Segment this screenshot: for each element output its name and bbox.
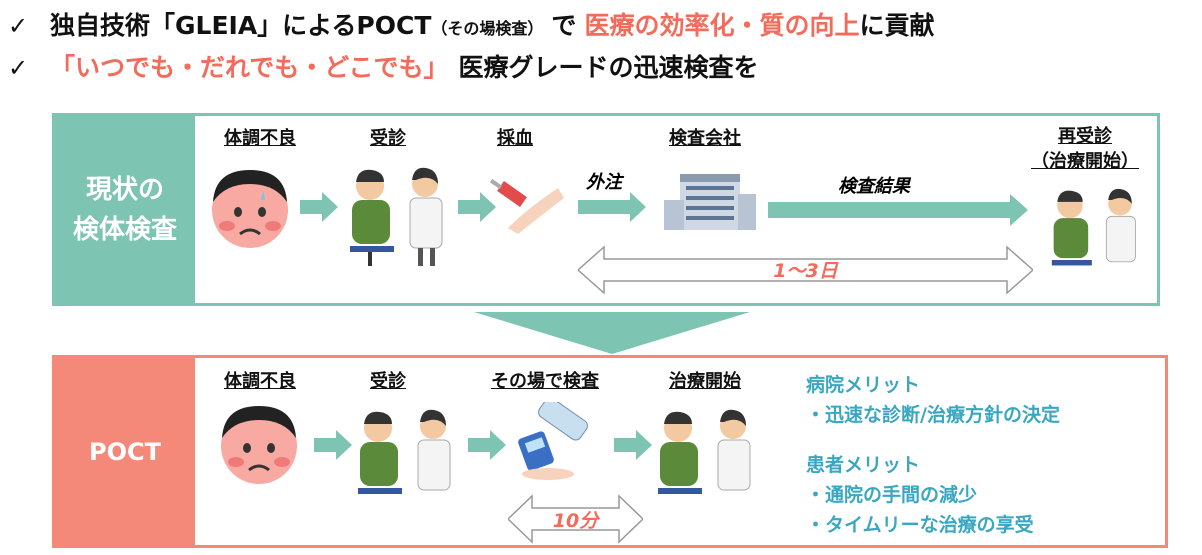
arrow-right-icon bbox=[468, 430, 506, 460]
poct-duration: 10分 bbox=[552, 510, 599, 532]
headline-1-mid: で bbox=[551, 11, 577, 40]
current-step-2: 受診 bbox=[370, 128, 406, 149]
patient-merit-item: ・タイムリーな治療の享受 bbox=[806, 514, 1034, 536]
headline-line-2: ✓ 「いつでも・だれでも・どこでも」 医療グレードの迅速検査を bbox=[8, 48, 759, 82]
arrow-right-icon bbox=[768, 194, 1028, 226]
current-process-panel: 現状の 検体検査 bbox=[52, 113, 1160, 306]
arrow-right-icon bbox=[578, 192, 646, 222]
check-icon: ✓ bbox=[8, 12, 29, 40]
current-step-4: 検査会社 bbox=[669, 128, 741, 149]
poct-label: POCT bbox=[55, 358, 195, 545]
hospital-merit-item: ・迅速な診断/治療方針の決定 bbox=[806, 404, 1060, 426]
chevron-down-icon bbox=[474, 312, 750, 354]
hospital-merit-title: 病院メリット bbox=[806, 374, 921, 396]
poct-process-panel: POCT bbox=[52, 355, 1168, 548]
doctor-patient-icon bbox=[358, 409, 451, 494]
outsource-label: 外注 bbox=[586, 172, 622, 193]
result-label: 検査結果 bbox=[838, 176, 910, 197]
patient-merit-item: ・通院の手間の減少 bbox=[806, 484, 978, 506]
headline-1-suffix: に貢献 bbox=[859, 11, 935, 40]
headline-2-red: 「いつでも・だれでも・どこでも」 bbox=[50, 53, 449, 82]
doctor-patient-icon bbox=[658, 409, 751, 494]
current-duration: 1～3日 bbox=[773, 260, 838, 282]
blood-test-device-icon bbox=[518, 402, 588, 480]
headline-line-1: ✓ 独自技術「GLEIA」によるPOCT （その場検査） で 医療の効率化・質の… bbox=[8, 6, 934, 40]
lab-building-icon bbox=[664, 174, 756, 230]
headline-1-small: （その場検査） bbox=[431, 19, 544, 38]
duration-double-arrow bbox=[578, 245, 1033, 295]
doctor-patient-icon bbox=[350, 167, 443, 266]
headline-1-prefix: 独自技術「GLEIA」によるPOCT bbox=[50, 11, 432, 40]
current-step-1: 体調不良 bbox=[224, 128, 296, 149]
poct-step-4: 治療開始 bbox=[669, 371, 741, 392]
current-step-5: 再受診 （治療開始） bbox=[1031, 126, 1139, 172]
headline-1-red: 医療の効率化・質の向上 bbox=[584, 11, 860, 40]
current-label: 現状の 検体検査 bbox=[55, 116, 195, 303]
blood-draw-icon bbox=[489, 178, 564, 234]
check-icon: ✓ bbox=[8, 54, 29, 82]
arrow-right-icon bbox=[314, 430, 352, 460]
doctor-patient-icon bbox=[1051, 188, 1136, 266]
patient-merit-title: 患者メリット bbox=[806, 454, 921, 476]
poct-step-1: 体調不良 bbox=[224, 371, 296, 392]
poct-step-3: その場で検査 bbox=[491, 371, 599, 392]
duration-double-arrow bbox=[508, 494, 643, 544]
sick-face-icon bbox=[221, 406, 297, 484]
arrow-right-icon bbox=[300, 192, 338, 222]
current-step-3: 採血 bbox=[497, 128, 533, 149]
poct-step-2: 受診 bbox=[370, 371, 406, 392]
arrow-right-icon bbox=[458, 192, 496, 222]
arrow-right-icon bbox=[614, 430, 652, 460]
headline-2-suffix: 医療グレードの迅速検査を bbox=[458, 53, 759, 82]
sick-face-icon bbox=[212, 170, 288, 248]
